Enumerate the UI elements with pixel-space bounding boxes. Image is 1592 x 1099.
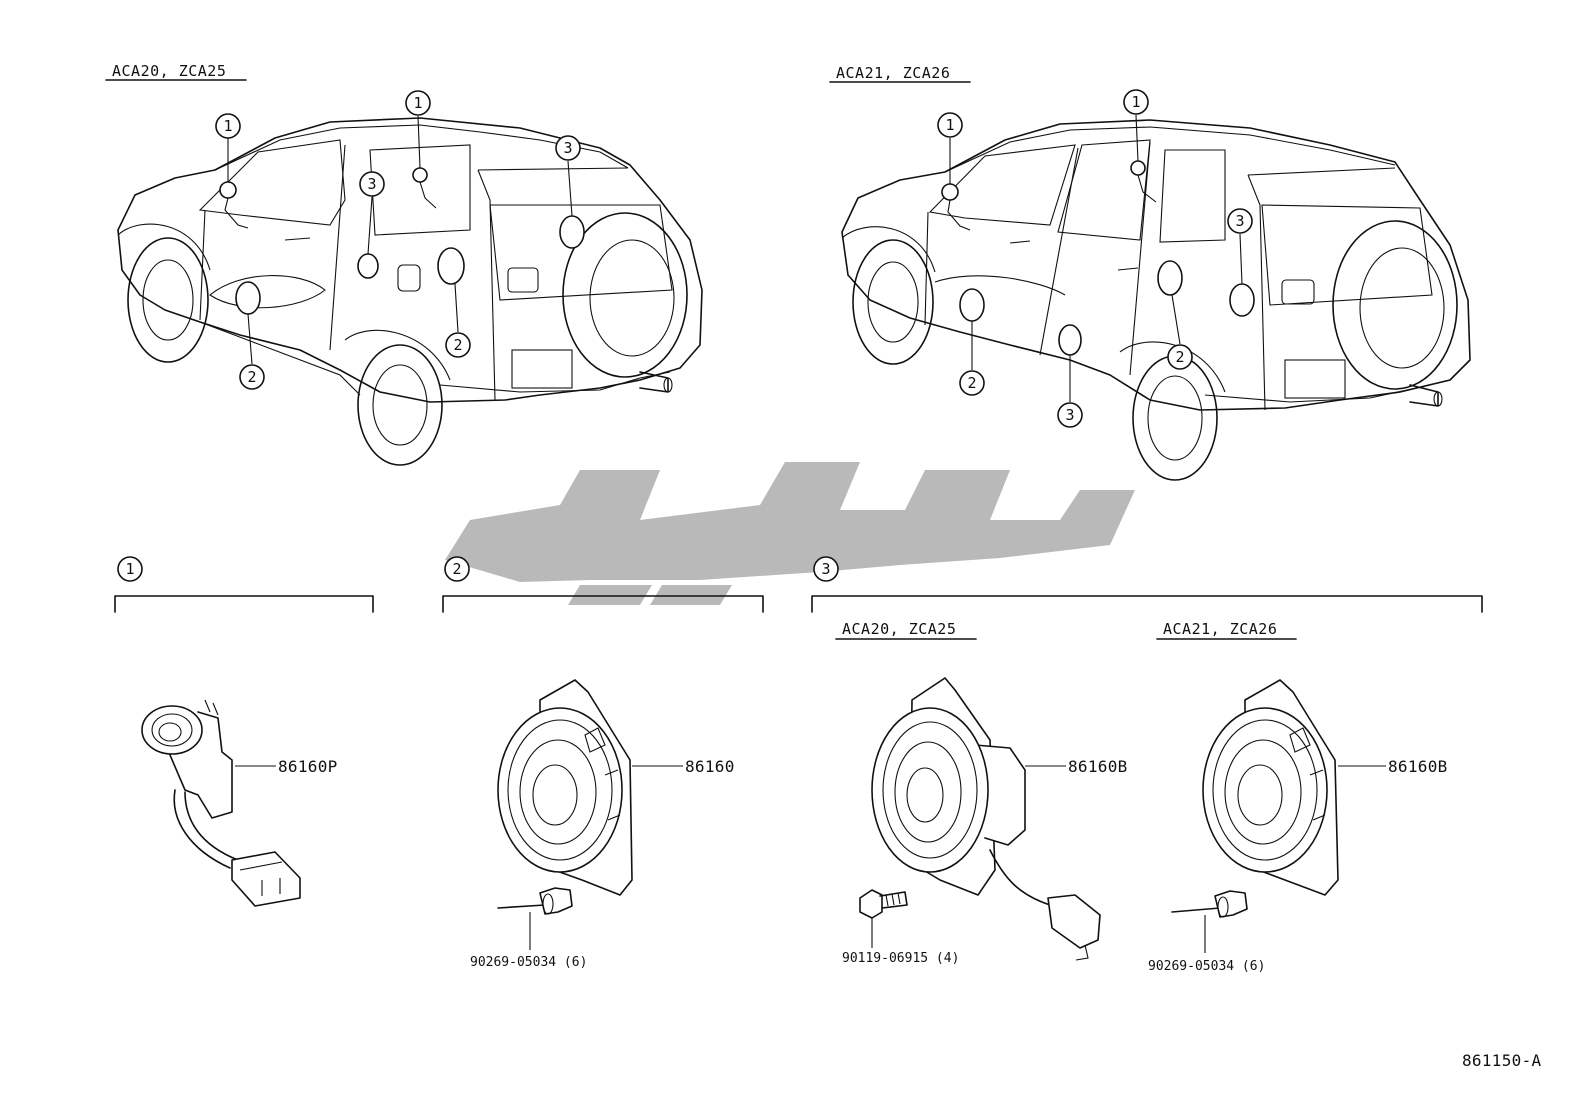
callout-circle [937,112,963,138]
part-number-90269-05034: 90269-05034 (6) [470,955,587,970]
callouts-left: 1 1 3 3 2 2 [215,90,581,390]
callout-circle [405,90,431,116]
group-callout-circle [813,556,839,582]
callout-number: 2 [247,368,256,386]
group-callout-number: 2 [452,560,461,578]
callout-number: 3 [1065,406,1074,424]
bolt-drawing [859,889,908,919]
callouts-right: 1 1 3 2 2 3 [937,89,1253,428]
part-group-1: 1 86160P [114,556,374,907]
callout-number: 1 [223,117,232,135]
variant-a-model-label: ACA20, ZCA25 [842,620,956,638]
group-callout-number: 3 [821,560,830,578]
group-callout-number: 1 [125,560,134,578]
callout-circle [555,135,581,161]
part-number-86160B-a: 86160B [1068,757,1128,776]
speaker-positions-left [219,167,585,315]
callout-circle [1057,402,1083,428]
callout-circle [445,332,471,358]
callout-circle [359,171,385,197]
group-callout-circle [117,556,143,582]
vehicle-left-view: ACA20, ZCA25 [105,62,703,466]
tweeter-86160P-drawing [141,699,301,907]
part-number-86160P: 86160P [278,757,338,776]
diagram-id: 861150-A [1462,1051,1542,1070]
group-bracket [442,595,764,613]
callout-number: 3 [563,139,572,157]
vehicle-left-outline [117,117,703,466]
watermark-logo [445,462,1135,605]
part-group-2: 2 86160 90269-05034 (6) [442,556,764,970]
callout-number: 2 [453,336,462,354]
callout-circle [1167,344,1193,370]
speaker-86160-drawing [497,679,633,896]
callout-circle [1227,208,1253,234]
rivet-drawing [1171,890,1248,918]
speaker-86160B-b-drawing [1202,679,1339,896]
vehicle-right-outline [841,119,1471,481]
callout-circle [959,370,985,396]
group-bracket [114,595,374,613]
callout-number: 1 [1131,93,1140,111]
model-label-left: ACA20, ZCA25 [112,62,226,80]
model-label-right: ACA21, ZCA26 [836,64,950,82]
variant-b-model-label: ACA21, ZCA26 [1163,620,1277,638]
callout-number: 2 [967,374,976,392]
callout-circle [1123,89,1149,115]
part-group-3: 3 ACA20, ZCA25 86160B 90119-06915 (4) AC… [811,556,1483,974]
part-number-86160: 86160 [685,757,735,776]
callout-circle [239,364,265,390]
group-bracket [811,595,1483,613]
callout-number: 2 [1175,348,1184,366]
callout-number: 3 [1235,212,1244,230]
speaker-positions-right [941,160,1255,356]
rivet-drawing [497,887,573,915]
vehicle-right-view: ACA21, ZCA26 [829,64,1471,481]
callout-number: 1 [945,116,954,134]
group-callout-circle [444,556,470,582]
speaker-86160B-a-drawing [871,677,1101,961]
callout-number: 3 [367,175,376,193]
callout-circle [215,113,241,139]
part-number-86160B-b: 86160B [1388,757,1448,776]
part-number-90119-06915: 90119-06915 (4) [842,951,959,966]
callout-number: 1 [413,94,422,112]
part-number-90269-05034-b: 90269-05034 (6) [1148,959,1265,974]
